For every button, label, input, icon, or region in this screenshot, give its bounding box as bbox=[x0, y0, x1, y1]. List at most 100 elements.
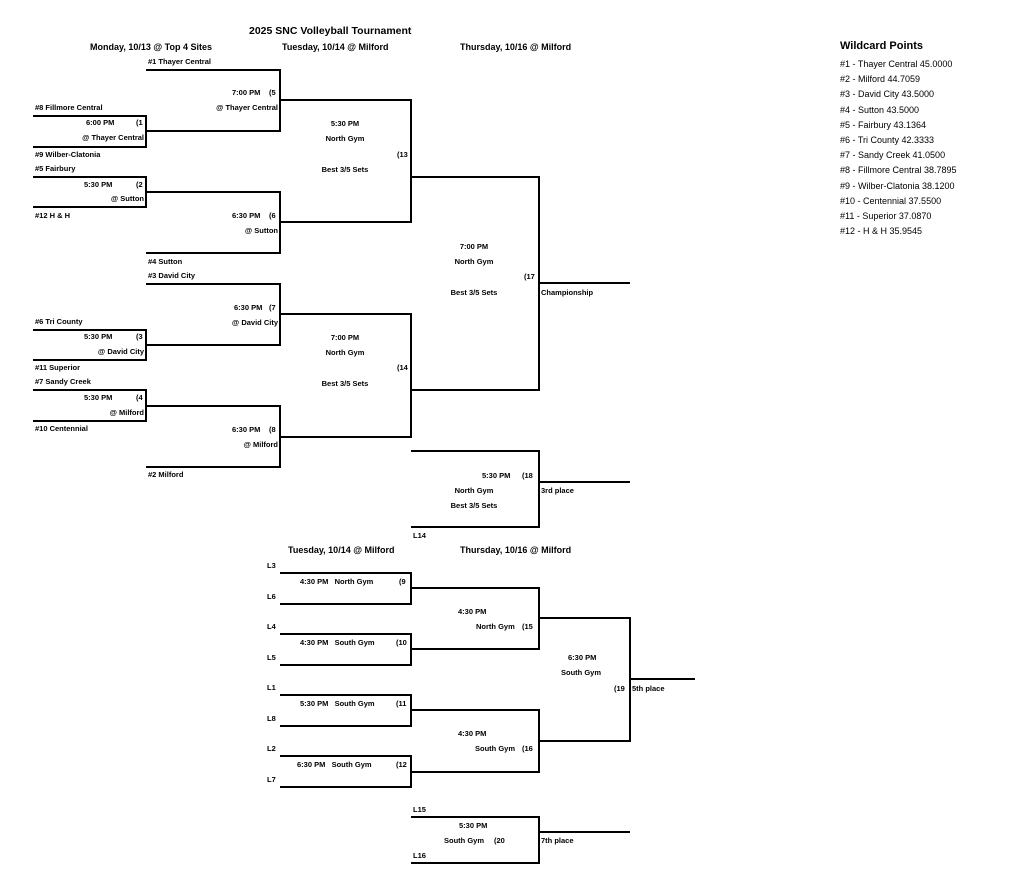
game-13-time: 5:30 PM bbox=[330, 119, 360, 128]
game-18-number: (18 bbox=[522, 471, 533, 480]
game-7-time: 6:30 PM bbox=[234, 303, 263, 312]
wildcard-item: #9 - Wilber-Clatonia 38.1200 bbox=[840, 180, 955, 191]
team-seed-8: #8 Fillmore Central bbox=[35, 103, 103, 112]
game-14-gym: North Gym bbox=[325, 348, 365, 357]
game-13-sets: Best 3/5 Sets bbox=[321, 165, 369, 174]
game-15-gym: North Gym bbox=[476, 622, 515, 631]
game-16-time: 4:30 PM bbox=[458, 729, 487, 738]
game-17-gym: North Gym bbox=[454, 257, 494, 266]
game-2-site: @ Sutton bbox=[110, 194, 144, 203]
g20-top-label: L15 bbox=[413, 805, 426, 814]
wildcard-item: #10 - Centennial 37.5500 bbox=[840, 195, 942, 206]
team-seed-11: #11 Superior bbox=[35, 363, 81, 372]
g11-top-label: L1 bbox=[267, 683, 276, 692]
g9-bottom-label: L6 bbox=[267, 592, 276, 601]
team-seed-10: #10 Centennial bbox=[35, 424, 88, 433]
game-11-number: (11 bbox=[396, 699, 407, 708]
game-17-sets: Best 3/5 Sets bbox=[450, 288, 498, 297]
team-seed-2: #2 Milford bbox=[148, 470, 184, 479]
g12-bottom-label: L7 bbox=[267, 775, 276, 784]
g12-top-label: L2 bbox=[267, 744, 276, 753]
game-8-number: (8 bbox=[269, 425, 276, 434]
team-seed-4: #4 Sutton bbox=[148, 257, 183, 266]
game-20-gym: South Gym bbox=[444, 836, 485, 845]
game-2-time: 5:30 PM bbox=[84, 180, 113, 189]
game-16-number: (16 bbox=[522, 744, 533, 753]
game-19-time: 6:30 PM bbox=[568, 653, 597, 662]
game-20-time: 5:30 PM bbox=[459, 821, 488, 830]
game-5-site: @ Thayer Central bbox=[216, 103, 278, 112]
game-8-site: @ Milford bbox=[243, 440, 278, 449]
team-seed-5: #5 Fairbury bbox=[35, 164, 76, 173]
game-6-time: 6:30 PM bbox=[232, 211, 261, 220]
team-seed-12: #12 H & H bbox=[35, 211, 71, 220]
game-9-number: (9 bbox=[399, 577, 406, 586]
game-15-time: 4:30 PM bbox=[458, 607, 487, 616]
g9-top-label: L3 bbox=[267, 561, 276, 570]
game-4-number: (4 bbox=[136, 393, 143, 402]
championship-label: Championship bbox=[541, 288, 594, 297]
header-thursday-consolation: Thursday, 10/16 @ Milford bbox=[460, 545, 572, 555]
wildcard-item: #8 - Fillmore Central 38.7895 bbox=[840, 165, 957, 176]
game-18-sets: Best 3/5 Sets bbox=[450, 501, 498, 510]
game-2-number: (2 bbox=[136, 180, 143, 189]
game-4-site: @ Milford bbox=[109, 408, 144, 417]
game-14-time: 7:00 PM bbox=[330, 333, 360, 342]
game-18-loser-label: L14 bbox=[413, 531, 426, 540]
game-1-time: 6:00 PM bbox=[86, 118, 115, 127]
team-seed-9: #9 Wilber-Clatonia bbox=[35, 150, 101, 159]
game-8-time: 6:30 PM bbox=[232, 425, 261, 434]
game-18-time: 5:30 PM bbox=[482, 471, 511, 480]
game-13-gym: North Gym bbox=[325, 134, 365, 143]
wildcard-item: #3 - David City 43.5000 bbox=[840, 89, 935, 100]
game-17-time: 7:00 PM bbox=[459, 242, 489, 251]
game-7-number: (7 bbox=[269, 303, 276, 312]
game-5-number: (5 bbox=[269, 88, 276, 97]
game-19-gym: South Gym bbox=[561, 668, 602, 677]
g20-bottom-label: L16 bbox=[413, 851, 426, 860]
g11-bottom-label: L8 bbox=[267, 714, 276, 723]
game-6-number: (6 bbox=[269, 211, 276, 220]
header-thursday: Thursday, 10/16 @ Milford bbox=[460, 42, 572, 52]
game-10-info: 4:30 PM South Gym bbox=[300, 638, 375, 647]
game-10-number: (10 bbox=[396, 638, 407, 647]
wildcard-item: #1 - Thayer Central 45.0000 bbox=[840, 59, 953, 69]
game-17-number: (17 bbox=[524, 272, 535, 281]
game-7-site: @ David City bbox=[231, 318, 278, 327]
wildcard-item: #6 - Tri County 42.3333 bbox=[840, 135, 935, 146]
game-12-info: 6:30 PM South Gym bbox=[297, 760, 372, 769]
game-1-number: (1 bbox=[136, 118, 143, 127]
team-seed-6: #6 Tri County bbox=[35, 317, 83, 326]
fifth-place-label: 5th place bbox=[632, 684, 665, 693]
game-15-number: (15 bbox=[522, 622, 533, 631]
game-3-number: (3 bbox=[136, 332, 143, 341]
game-12-number: (12 bbox=[396, 760, 407, 769]
team-seed-3: #3 David City bbox=[148, 271, 196, 280]
game-18-gym: North Gym bbox=[454, 486, 494, 495]
wildcard-item: #12 - H & H 35.9545 bbox=[840, 226, 923, 237]
header-tuesday-consolation: Tuesday, 10/14 @ Milford bbox=[288, 545, 395, 555]
game-3-site: @ David City bbox=[97, 347, 144, 356]
page-title: 2025 SNC Volleyball Tournament bbox=[249, 25, 412, 37]
game-11-info: 5:30 PM South Gym bbox=[300, 699, 375, 708]
third-place-label: 3rd place bbox=[541, 486, 574, 495]
game-1-site: @ Thayer Central bbox=[82, 133, 144, 142]
wildcard-item: #11 - Superior 37.0870 bbox=[840, 211, 932, 222]
g10-bottom-label: L5 bbox=[267, 653, 276, 662]
game-3-time: 5:30 PM bbox=[84, 332, 113, 341]
g10-top-label: L4 bbox=[267, 622, 276, 631]
wildcard-item: #4 - Sutton 43.5000 bbox=[840, 104, 920, 115]
game-16-gym: South Gym bbox=[475, 744, 516, 753]
game-13-number: (13 bbox=[397, 150, 408, 159]
team-seed-7: #7 Sandy Creek bbox=[35, 377, 91, 386]
game-14-sets: Best 3/5 Sets bbox=[321, 379, 369, 388]
seventh-place-label: 7th place bbox=[541, 836, 574, 845]
game-6-site: @ Sutton bbox=[244, 226, 278, 235]
game-5-time: 7:00 PM bbox=[232, 88, 261, 97]
header-monday: Monday, 10/13 @ Top 4 Sites bbox=[90, 42, 212, 52]
game-4-time: 5:30 PM bbox=[84, 393, 113, 402]
game-19-number: (19 bbox=[614, 684, 625, 693]
game-20-number: (20 bbox=[494, 836, 505, 845]
team-seed-1: #1 Thayer Central bbox=[148, 57, 211, 66]
game-14-number: (14 bbox=[397, 363, 408, 372]
